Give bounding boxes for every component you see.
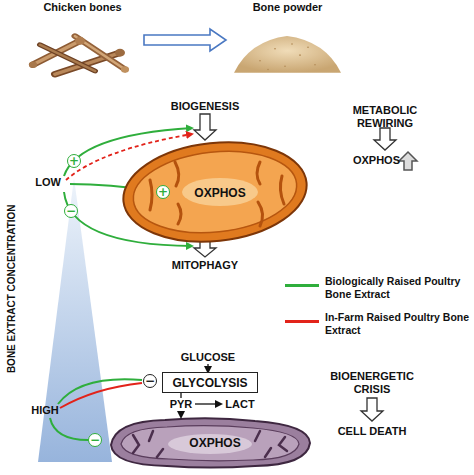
node-text: −	[66, 205, 76, 217]
outer-membrane	[120, 140, 310, 245]
minus-sign: −	[64, 204, 78, 218]
flow-arrow	[207, 364, 208, 372]
plus-sign: +	[67, 154, 81, 168]
axis-label: BONE EXTRACT CONCENTRATION	[6, 159, 18, 419]
mitochondrion: OXPHOS+	[120, 140, 310, 245]
inhibition-line	[50, 418, 88, 440]
metabolite-label: GLUCOSE	[172, 351, 244, 364]
level-label: LOW	[28, 176, 68, 189]
legend-text: In-Farm Raised Poultry Bone Extract	[325, 311, 470, 336]
source-image: Chicken bones	[25, 1, 140, 79]
powder-mound	[234, 36, 341, 73]
node-text: GLYCOLYSIS	[172, 376, 247, 390]
image-caption: Chicken bones	[25, 1, 140, 13]
minus-sign: −	[143, 374, 157, 388]
bone-knob	[75, 37, 85, 45]
block-arrow	[194, 114, 216, 140]
metabolite-label: LACT	[223, 398, 257, 411]
outcome-label: CELL DEATH	[322, 425, 422, 438]
powder-illustration	[230, 17, 345, 79]
bone-knob	[29, 62, 37, 68]
bone	[40, 45, 95, 71]
metabolite-label: PYR	[168, 398, 194, 411]
flow-arrow	[195, 403, 221, 404]
outcome-label: OXPHOS	[345, 154, 400, 167]
powder-grain	[259, 43, 316, 70]
outcome-label: BIOENERGETIC CRISIS	[314, 370, 430, 395]
minus-sign: −	[88, 433, 102, 447]
node-text: −	[145, 375, 155, 387]
outcome-label: METABOLIC REWIRING	[335, 104, 435, 129]
image-caption: Bone powder	[230, 1, 345, 13]
bone-pile	[29, 36, 129, 74]
block-arrow	[361, 398, 383, 421]
process-label: BIOGENESIS	[160, 100, 250, 113]
node-text: −	[90, 434, 100, 446]
bones-illustration	[25, 17, 140, 79]
mitochondrion-damaged: OXPHOS	[105, 415, 315, 470]
node-text: +	[158, 186, 168, 198]
node-text: OXPHOS	[115, 436, 315, 450]
legend-swatch	[285, 284, 319, 287]
node-text: +	[69, 155, 79, 167]
process-label: MITOPHAGY	[160, 259, 250, 272]
product-image: Bone powder	[230, 1, 345, 79]
legend-text: Biologically Raised Poultry Bone Extract	[325, 275, 470, 300]
block-arrow	[374, 128, 396, 150]
bone-knob	[121, 66, 129, 72]
legend-swatch	[285, 320, 319, 323]
level-label: HIGH	[24, 404, 66, 417]
plus-sign: +	[156, 185, 170, 199]
block-arrow	[144, 29, 226, 51]
inhibition-line	[60, 383, 142, 408]
process-box: GLYCOLYSIS	[162, 372, 258, 393]
bone-knob	[115, 49, 125, 57]
increase-arrow	[399, 152, 417, 170]
bone	[40, 45, 95, 71]
concentration-gradient	[38, 178, 112, 462]
